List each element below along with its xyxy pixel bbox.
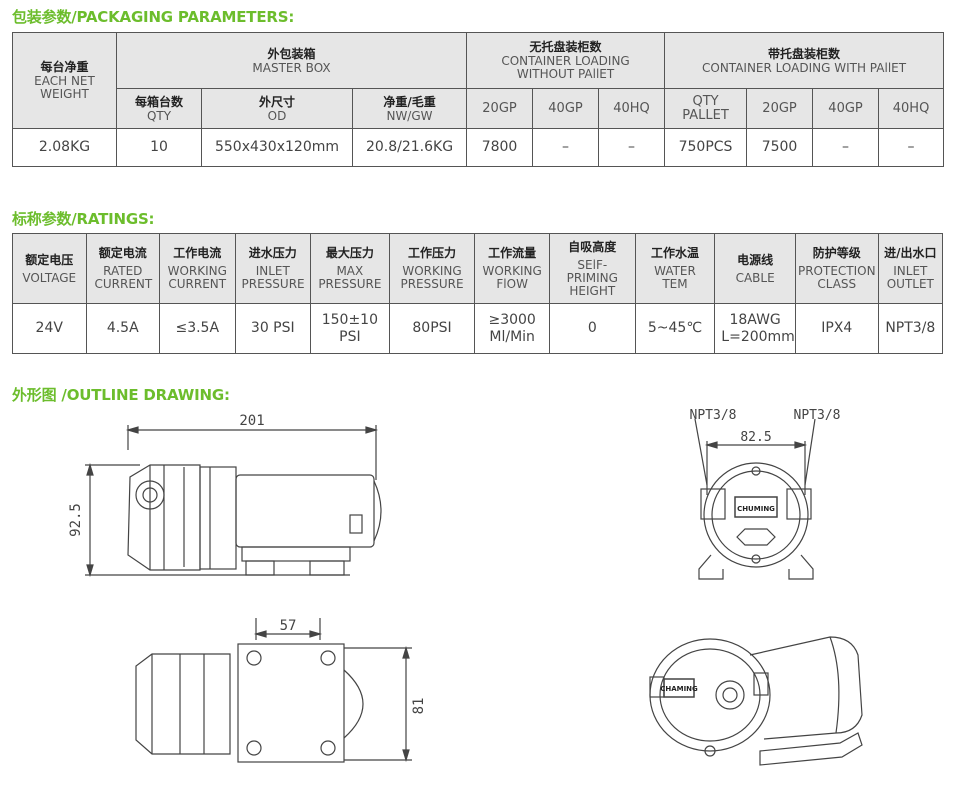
master-box-header: 外包装箱 MASTER BOX bbox=[115, 32, 468, 89]
top-view-drawing: 57 81 bbox=[135, 618, 427, 763]
without-pallet-header: 无托盘装柜数 CONTAINER LOADING WITHOUT PAllET bbox=[466, 32, 666, 89]
dim-mount-spacing-label: 57 bbox=[280, 618, 297, 634]
voltage-value: 24V bbox=[12, 303, 87, 354]
net-weight-header: 每台净重 EACH NET WEIGHT bbox=[12, 32, 117, 129]
wo-40gp-header: 40GP bbox=[532, 88, 600, 129]
qty-pallet-value: 750PCS bbox=[664, 128, 748, 167]
rated-current-value: 4.5A bbox=[85, 303, 160, 354]
qty-value: 10 bbox=[116, 128, 202, 167]
nw-gw-value: 20.8/21.6KG bbox=[351, 128, 468, 167]
packaging-value-row: 2.08KG 10 550x430x120mm 20.8/21.6KG 7800… bbox=[12, 128, 945, 167]
w-40hq-value: – bbox=[878, 128, 945, 167]
packaging-table: 每台净重 EACH NET WEIGHT 外包装箱 MASTER BOX 无托盘… bbox=[12, 32, 945, 167]
wo-20gp-header: 20GP bbox=[466, 88, 534, 129]
inlet-pressure-value: 30 PSI bbox=[234, 303, 312, 354]
max-pressure-value: 150±10 PSI bbox=[310, 303, 390, 354]
cable-value: 18AWG L=200mm bbox=[714, 303, 796, 354]
working-pressure-value: 80PSI bbox=[388, 303, 476, 354]
ratings-value-row: 24V 4.5A ≤3.5A 30 PSI 150±10 PSI 80PSI ≥… bbox=[12, 303, 944, 354]
wo-40hq-value: – bbox=[598, 128, 666, 167]
dim-length-label: 201 bbox=[239, 413, 264, 429]
water-temp-value: 5~45℃ bbox=[634, 303, 716, 354]
net-weight-value: 2.08KG bbox=[12, 128, 117, 167]
qty-pallet-header: QTY PALLET bbox=[664, 88, 748, 129]
outline-title: 外形图 /OUTLINE DRAWING: bbox=[12, 386, 230, 404]
isometric-view-drawing: CHAMING bbox=[649, 636, 863, 766]
w-40hq-header: 40HQ bbox=[878, 88, 945, 129]
with-pallet-header: 带托盘装柜数 CONTAINER LOADING WITH PAllET bbox=[664, 32, 945, 89]
protection-class-value: IPX4 bbox=[794, 303, 879, 354]
wo-40gp-value: – bbox=[532, 128, 600, 167]
inlet-outlet-value: NPT3/8 bbox=[877, 303, 944, 354]
port-left-label: NPT3/8 bbox=[690, 408, 737, 423]
ratings-title: 标称参数/RATINGS: bbox=[12, 210, 155, 228]
working-flow-value: ≥3000 Ml/Min bbox=[474, 303, 550, 354]
front-view-drawing: NPT3/8 NPT3/8 82.5 CHUMING bbox=[690, 408, 841, 580]
packaging-header-row-1: 每台净重 EACH NET WEIGHT 外包装箱 MASTER BOX 无托盘… bbox=[12, 32, 945, 129]
od-value: 550x430x120mm bbox=[201, 128, 353, 167]
wo-20gp-value: 7800 bbox=[466, 128, 534, 167]
w-20gp-value: 7500 bbox=[746, 128, 814, 167]
port-right-label: NPT3/8 bbox=[794, 408, 841, 423]
dim-width-label: 81 bbox=[411, 698, 427, 715]
wo-40hq-header: 40HQ bbox=[598, 88, 666, 129]
w-20gp-header: 20GP bbox=[746, 88, 814, 129]
side-view-drawing: 201 92.5 bbox=[68, 413, 382, 578]
w-40gp-value: – bbox=[812, 128, 880, 167]
dim-height-label: 92.5 bbox=[68, 503, 84, 537]
brand-logo-iso: CHAMING bbox=[660, 685, 698, 693]
self-priming-height-value: 0 bbox=[548, 303, 636, 354]
brand-logo: CHUMING bbox=[737, 505, 775, 513]
dim-port-spacing-label: 82.5 bbox=[740, 430, 771, 445]
working-current-value: ≤3.5A bbox=[159, 303, 236, 354]
w-40gp-header: 40GP bbox=[812, 88, 880, 129]
packaging-title: 包装参数/PACKAGING PARAMETERS: bbox=[12, 8, 295, 26]
